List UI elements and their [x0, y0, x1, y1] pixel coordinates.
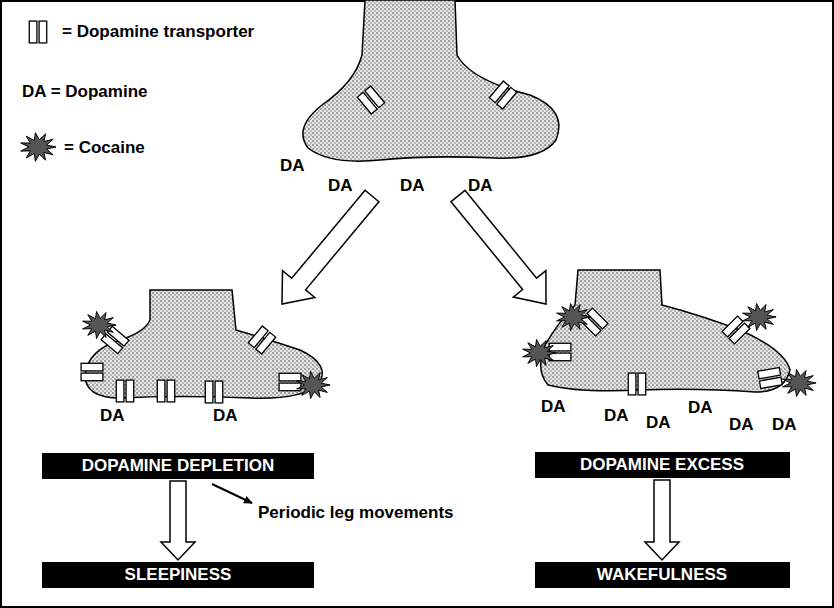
legend-text: = Dopamine transporter [62, 22, 254, 42]
box-label: DOPAMINE EXCESS [580, 455, 744, 474]
pointer-arrow [212, 484, 252, 503]
dopamine-label: DA [604, 406, 629, 426]
dopamine-label: DA [100, 406, 125, 426]
box-label: WAKEFULNESS [597, 565, 727, 584]
transporter-symbol [29, 21, 46, 43]
dopamine-label: DA [688, 398, 713, 418]
dopamine-label: DA [646, 413, 671, 433]
block-arrow [282, 190, 379, 304]
nerve-terminal [303, 0, 559, 161]
block-arrow [161, 481, 195, 560]
legend-text: DA = Dopamine [22, 82, 147, 102]
dopamine-label: DA [400, 176, 425, 196]
dopamine-label: DA [541, 397, 566, 417]
process-box: DOPAMINE EXCESS [535, 452, 790, 478]
box-label: SLEEPINESS [125, 565, 232, 584]
dopamine-label: DA [328, 176, 353, 196]
dopamine-label: DA [468, 176, 493, 196]
cocaine-symbol [21, 133, 56, 162]
dopamine-label: DA [729, 415, 754, 435]
process-box: SLEEPINESS [42, 562, 314, 588]
process-box: WAKEFULNESS [535, 562, 790, 588]
legend-text: = Cocaine [64, 138, 145, 158]
block-arrow [451, 190, 546, 304]
box-label: DOPAMINE DEPLETION [82, 456, 274, 475]
annotation-text: Periodic leg movements [258, 503, 454, 523]
process-box: DOPAMINE DEPLETION [42, 453, 314, 479]
nerve-terminal [541, 270, 790, 392]
dopamine-label: DA [213, 406, 238, 426]
block-arrow [645, 480, 679, 560]
dopamine-label: DA [772, 415, 797, 435]
dopamine-label: DA [280, 156, 305, 176]
